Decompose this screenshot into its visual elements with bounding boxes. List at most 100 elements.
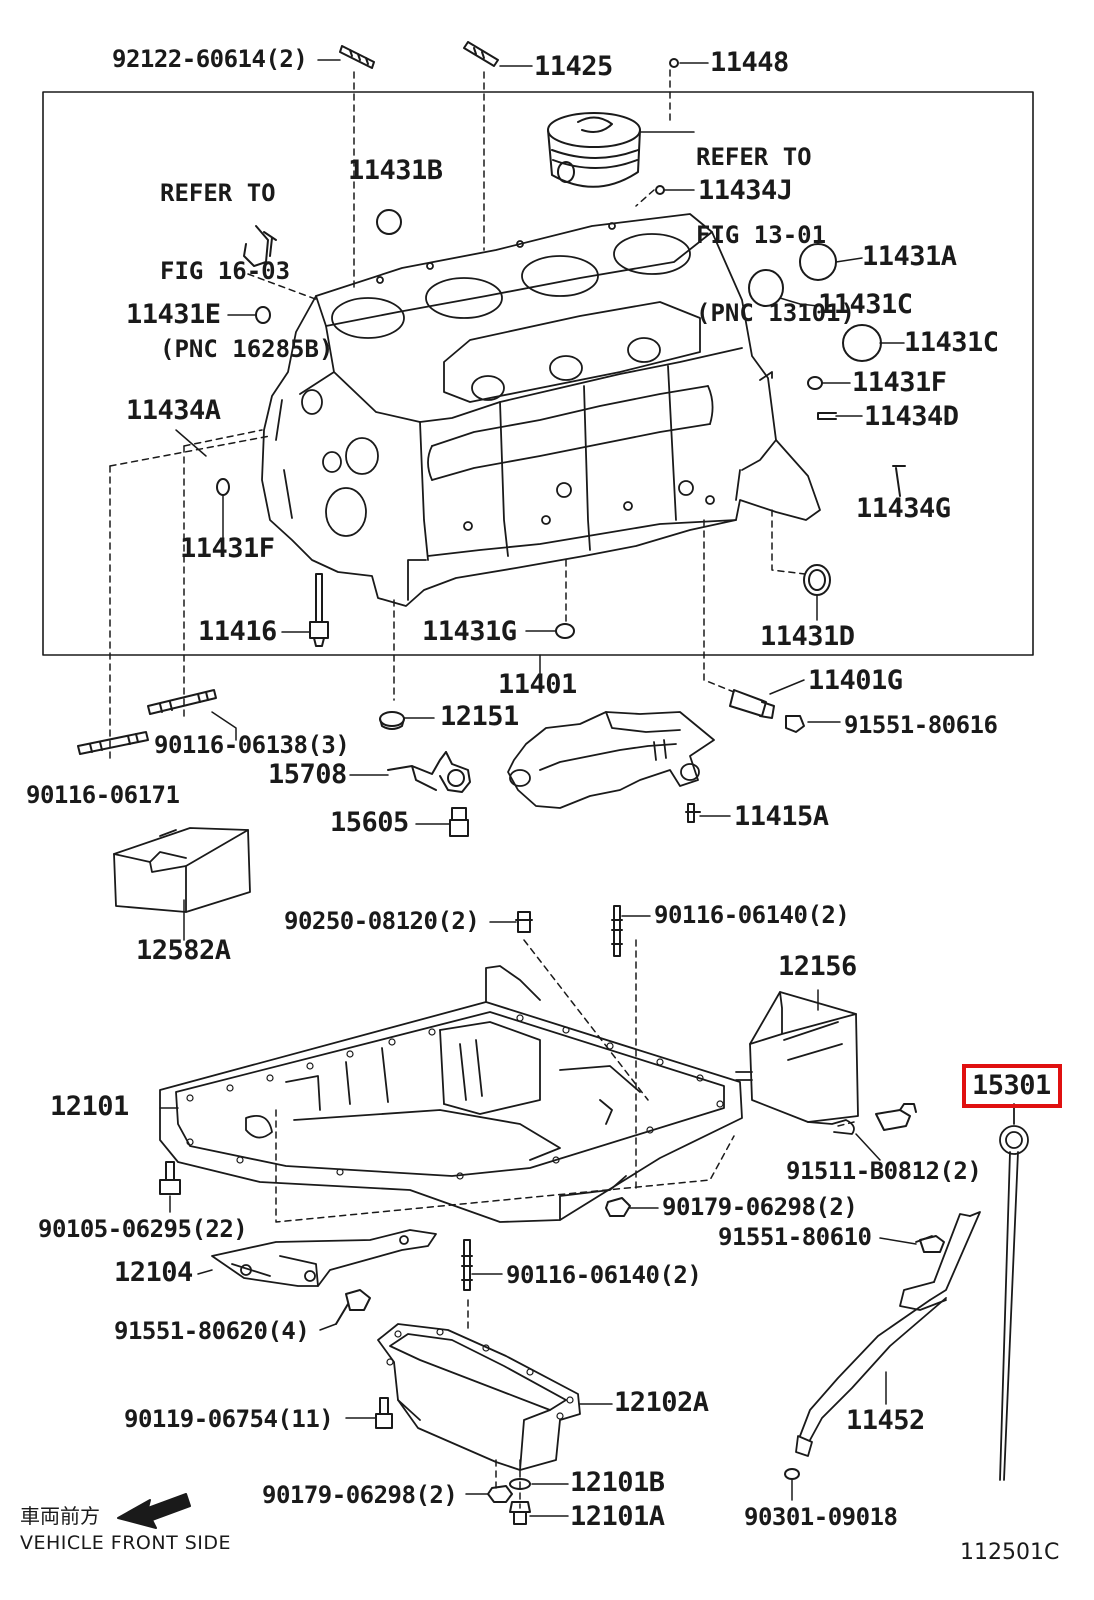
- stud-92122-icon: [339, 45, 375, 69]
- part-label[interactable]: 11434A: [126, 395, 221, 426]
- cylinder-block-icon: [261, 213, 821, 607]
- sensor-16285b-icon: [243, 225, 277, 267]
- part-label[interactable]: 91551-80620(4): [114, 1317, 310, 1345]
- piston-icon: [547, 112, 641, 188]
- part-label[interactable]: 12101A: [570, 1501, 665, 1532]
- part-label[interactable]: 11448: [710, 47, 789, 78]
- bolt-91551-80610-icon: [919, 1235, 945, 1253]
- part-label[interactable]: 11425: [534, 51, 613, 82]
- part-label[interactable]: 90119-06754(11): [124, 1405, 334, 1433]
- figure-number: 112501C: [960, 1540, 1060, 1565]
- refer-line: (PNC 16285B): [160, 335, 334, 363]
- part-label[interactable]: 90116-06140(2): [506, 1261, 702, 1289]
- stiffener-12104-icon: [211, 1229, 437, 1287]
- refer-line: REFER TO: [696, 143, 812, 171]
- drain-plug-12101a-icon: [509, 1501, 531, 1525]
- part-label[interactable]: 90179-06298(2): [262, 1481, 458, 1509]
- part-label[interactable]: 11415A: [734, 801, 829, 832]
- vehicle-front-arrow-icon: [117, 1493, 191, 1529]
- cylinder-block-frame: [42, 91, 1034, 656]
- part-label[interactable]: 11401: [498, 669, 577, 700]
- part-label[interactable]: 90250-08120(2): [284, 907, 480, 935]
- part-label[interactable]: 90301-09018: [744, 1503, 898, 1531]
- pin-11434j-icon: [655, 185, 665, 195]
- refer-line: FIG 13-01: [696, 221, 827, 249]
- part-label[interactable]: 11431F: [852, 367, 947, 398]
- part-label[interactable]: 91551-80616: [844, 711, 998, 739]
- oil-jet-15708-icon: [387, 751, 471, 793]
- front-side-en: VEHICLE FRONT SIDE: [20, 1532, 232, 1554]
- part-label[interactable]: 15708: [268, 759, 347, 790]
- bolt-11415a-icon: [685, 803, 701, 823]
- insulator-12582a-icon: [113, 827, 251, 913]
- part-label[interactable]: 11431C: [818, 289, 913, 320]
- part-label[interactable]: 12151: [440, 701, 519, 732]
- bolt-90105-06295-icon: [159, 1161, 181, 1195]
- stud-90116-06138-icon: [147, 689, 217, 715]
- bolt-91551-80616-icon: [785, 715, 805, 733]
- part-label[interactable]: 91511-B0812(2): [786, 1157, 982, 1185]
- part-label[interactable]: 11452: [846, 1405, 925, 1436]
- part-label[interactable]: 11416: [198, 616, 277, 647]
- highlight-box[interactable]: 15301: [962, 1064, 1062, 1108]
- part-label[interactable]: 11434G: [856, 493, 951, 524]
- oil-pump-body-icon: [507, 711, 715, 809]
- part-label[interactable]: 92122-60614(2): [112, 45, 308, 73]
- nut-90179-a-icon: [605, 1197, 631, 1217]
- refer-line: REFER TO: [160, 179, 276, 207]
- part-label[interactable]: 90116-06171: [26, 781, 180, 809]
- part-label[interactable]: 11401G: [808, 665, 903, 696]
- bolt-91551-80620-icon: [335, 1289, 371, 1325]
- plug-11431e-icon: [255, 306, 271, 324]
- refer-line: (PNC 13101): [696, 299, 855, 327]
- nut-90250-icon: [515, 911, 533, 933]
- part-label[interactable]: 15605: [330, 807, 409, 838]
- part-label[interactable]: 90116-06140(2): [654, 901, 850, 929]
- part-label[interactable]: 11434J: [698, 175, 793, 206]
- part-label[interactable]: 12101B: [570, 1467, 665, 1498]
- part-label[interactable]: 11431C: [904, 327, 999, 358]
- refer-fig-13-01[interactable]: REFER TO FIG 13-01 (PNC 13101): [696, 92, 855, 352]
- part-label[interactable]: 12102A: [614, 1387, 709, 1418]
- o-ring-90301-icon: [784, 1468, 800, 1480]
- part-label[interactable]: 90116-06138(3): [154, 731, 350, 759]
- plug-11431c-a-icon: [748, 269, 784, 307]
- part-label[interactable]: 11431F: [180, 533, 275, 564]
- stud-90116-06140-a-icon: [611, 905, 623, 957]
- pin-11434g-icon: [892, 465, 906, 497]
- sensor-11401g-icon: [729, 689, 775, 719]
- part-label[interactable]: 90179-06298(2): [662, 1193, 858, 1221]
- leader-lines: [175, 59, 905, 941]
- part-label[interactable]: 11431A: [862, 241, 957, 272]
- stud-11425-icon: [463, 41, 499, 67]
- plug-11431g-icon: [555, 623, 575, 639]
- refer-line: FIG 16-03: [160, 257, 291, 285]
- plug-11431f-l-icon: [216, 478, 230, 496]
- check-valve-15605-icon: [449, 807, 469, 837]
- refer-fig-16-03[interactable]: REFER TO FIG 16-03 (PNC 16285B): [160, 128, 333, 388]
- oil-dipstick-15301-icon: [999, 1103, 1029, 1481]
- part-label[interactable]: 12104: [114, 1257, 193, 1288]
- part-label[interactable]: 12156: [778, 951, 857, 982]
- part-label[interactable]: 90105-06295(22): [38, 1215, 248, 1243]
- part-label[interactable]: 11434D: [864, 401, 959, 432]
- baffle-12156-icon: [735, 991, 859, 1135]
- part-label[interactable]: 12101: [50, 1091, 129, 1122]
- part-label[interactable]: 11431G: [422, 616, 517, 647]
- gauge-guide-11452-icon: [795, 1211, 981, 1457]
- part-label[interactable]: 11431E: [126, 299, 221, 330]
- part-label[interactable]: 91551-80610: [718, 1223, 872, 1251]
- plug-11431b-icon: [376, 209, 402, 235]
- bolt-90119-06754-icon: [375, 1397, 393, 1429]
- oil-pan-upper-icon: [159, 965, 743, 1223]
- part-label[interactable]: 11431B: [348, 155, 443, 186]
- part-label[interactable]: 11431D: [760, 621, 855, 652]
- gasket-12101b-icon: [509, 1478, 531, 1490]
- front-side-jp: 車両前方: [20, 1504, 100, 1528]
- stud-90116-06171-icon: [77, 731, 149, 755]
- pin-11448-icon: [669, 58, 679, 68]
- part-label[interactable]: 12582A: [136, 935, 231, 966]
- bolt-91511-b0812-icon: [875, 1103, 917, 1131]
